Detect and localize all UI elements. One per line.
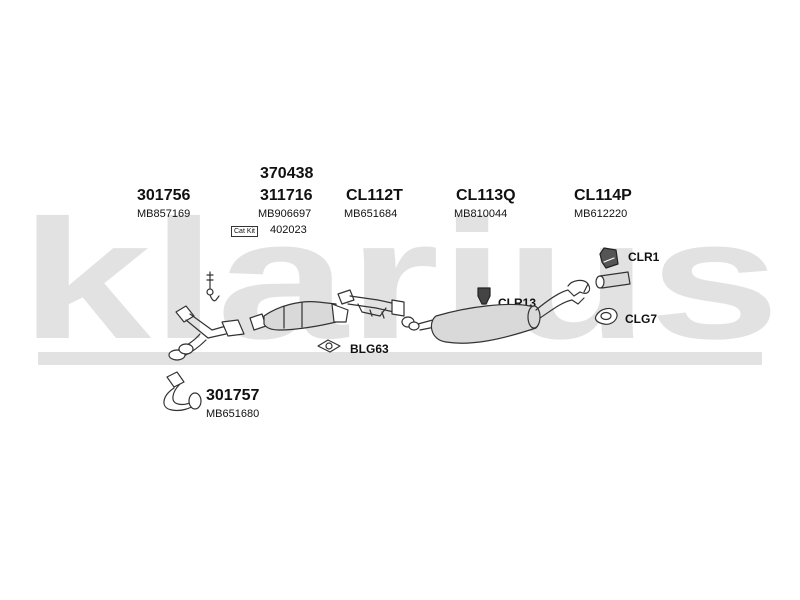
silencer-cl113q-icon — [417, 303, 541, 344]
front-downpipe-icon — [168, 305, 245, 361]
cat-kit-label: Cat Kit — [231, 226, 259, 237]
rear-pipe-icon — [535, 279, 591, 319]
oem-number-mb810044: MB810044 — [454, 208, 508, 220]
tail-pipe-icon — [595, 271, 631, 289]
part-code-301757: 301757 — [206, 387, 260, 404]
pipe-clamp-icon — [401, 316, 420, 331]
lambda-sensor-icon — [206, 271, 220, 302]
part-code-370438: 370438 — [260, 165, 314, 182]
part-code-cl114p: CL114P — [574, 187, 632, 204]
gasket-blg63-icon — [317, 339, 341, 353]
lower-pipe-icon — [163, 371, 202, 412]
fitting-label-blg63: BLG63 — [350, 342, 389, 356]
fitting-label-clg7: CLG7 — [625, 312, 658, 326]
catalytic-converter-icon — [249, 301, 349, 331]
cat-kit-number: 402023 — [270, 224, 307, 236]
watermark-text: klarius — [20, 185, 780, 375]
part-code-cl113q: CL113Q — [456, 187, 516, 204]
intermediate-pipe-icon — [337, 289, 405, 319]
oem-number-mb651684: MB651684 — [344, 208, 398, 220]
part-code-cl112t: CL112T — [346, 187, 403, 204]
gasket-clg7-icon — [594, 307, 618, 325]
watermark-underline — [38, 352, 762, 365]
oem-number-mb612220: MB612220 — [574, 208, 628, 220]
part-code-301756: 301756 — [137, 187, 191, 204]
rubber-hanger-clr1-icon — [599, 247, 619, 269]
oem-number-mb906697: MB906697 — [258, 208, 312, 220]
rubber-hanger-clr13-icon — [477, 287, 491, 305]
fitting-label-clr1: CLR1 — [628, 250, 660, 264]
part-code-311716: 311716 — [260, 187, 313, 204]
oem-number-mb651680: MB651680 — [206, 408, 260, 420]
oem-number-mb857169: MB857169 — [137, 208, 191, 220]
